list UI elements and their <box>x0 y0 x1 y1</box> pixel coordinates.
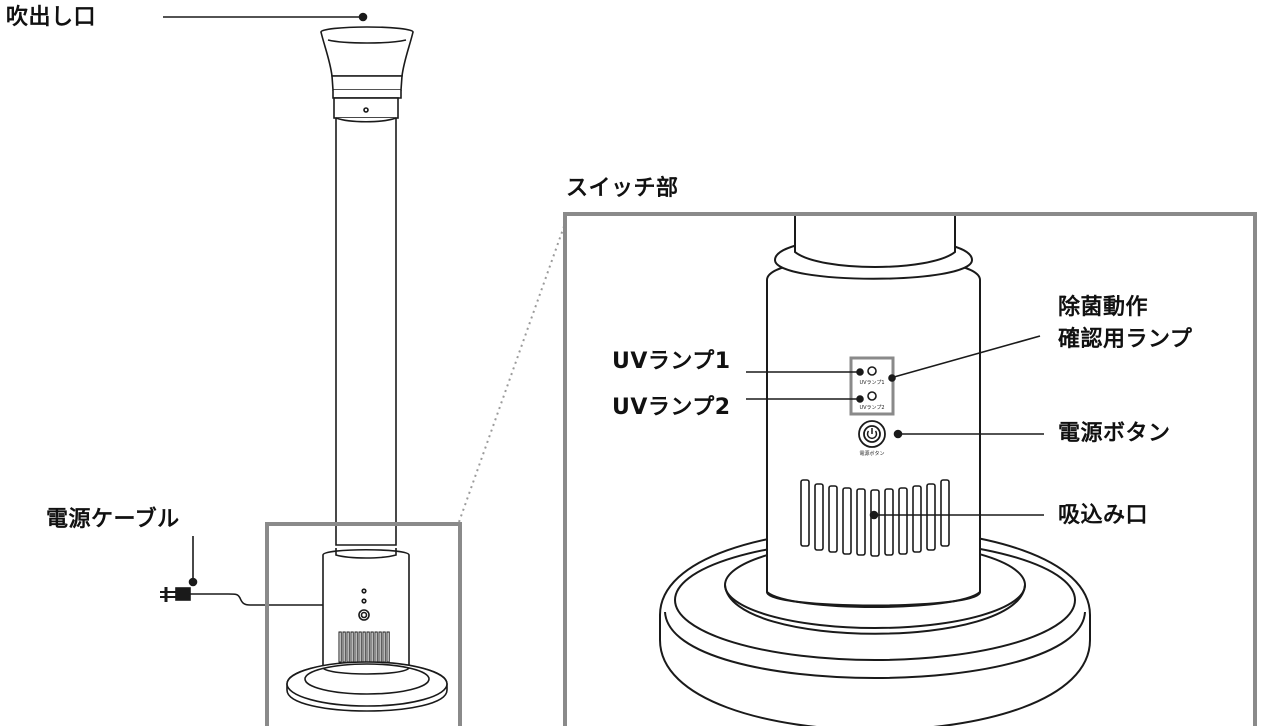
uv-lamp-1-small-label: UVランプ1 <box>859 380 884 386</box>
power-cable-label: 電源ケーブル <box>46 507 180 532</box>
base-stand <box>286 661 448 712</box>
intake-grille <box>800 479 950 557</box>
sterilization-lamp-label: 除菌動作 確認用ランプ <box>1058 292 1192 356</box>
left-leaders <box>163 12 368 587</box>
uv-lamp-2-label: UVランプ2 <box>612 395 731 420</box>
sterilization-lamp-label-line1: 除菌動作 <box>1058 295 1149 320</box>
main-tube <box>335 117 397 546</box>
base-body <box>322 548 410 669</box>
power-cable-graphic <box>160 587 323 606</box>
switch-detail-frame <box>563 212 1257 726</box>
tower-device <box>160 26 448 712</box>
outlet-label: 吹出し口 <box>6 5 97 30</box>
power-button-graphic <box>858 420 886 448</box>
zoomed-base <box>659 216 1091 726</box>
uv-lamp-highlight <box>849 356 895 416</box>
switch-section-label: スイッチ部 <box>566 176 679 201</box>
power-button-label: 電源ボタン <box>1058 421 1171 446</box>
sterilization-lamp-label-line2: 確認用ランプ <box>1058 327 1193 352</box>
uv-lamps <box>867 366 877 401</box>
outlet-cap <box>320 26 414 99</box>
power-button-small-label: 電源ボタン <box>859 450 884 457</box>
base-highlight-frame <box>265 522 462 726</box>
intake-label: 吸込み口 <box>1058 503 1149 528</box>
uv-lamp-1-indicator <box>867 366 877 376</box>
upper-collar <box>333 97 399 119</box>
zoom-connector <box>458 217 568 523</box>
uv-lamp-1-label: UVランプ1 <box>612 349 731 374</box>
uv-lamp-2-small-label: UVランプ2 <box>859 405 884 411</box>
detail-leaders <box>746 335 1044 520</box>
uv-lamp-2-indicator <box>867 391 877 401</box>
